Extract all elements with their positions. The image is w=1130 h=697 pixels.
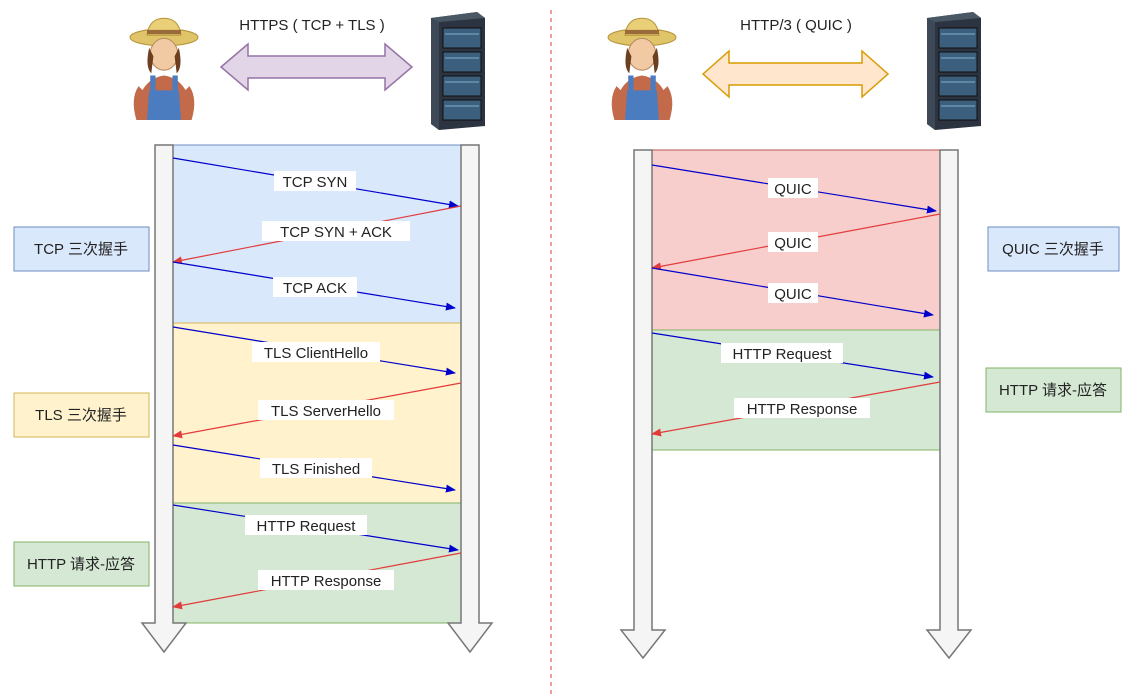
server-rack-icon xyxy=(925,10,983,130)
https-panel: HTTPS ( TCP + TLS ) TCP SYN TCP SYN + AC… xyxy=(13,10,494,654)
msg-http-request-label: HTTP Request xyxy=(257,518,357,535)
msg-http3-request-label: HTTP Request xyxy=(733,346,833,363)
http3-panel: HTTP/3 ( QUIC ) QUIC QUIC QUIC HTTP Requ… xyxy=(607,10,1122,660)
farmer-user-icon xyxy=(129,17,199,120)
phase-label-box-http xyxy=(13,541,150,587)
client-lifeline xyxy=(619,149,667,660)
phase-label-box-http3 xyxy=(985,367,1122,413)
msg-tcp-syn-label: TCP SYN xyxy=(283,174,348,191)
quic-connection-arrow xyxy=(701,49,890,99)
client-lifeline xyxy=(140,144,188,654)
https-title: HTTPS ( TCP + TLS ) xyxy=(239,17,384,34)
phase-label-http3: HTTP 请求-应答 xyxy=(999,381,1107,399)
phase-label-box-tcp xyxy=(13,226,150,272)
https-connection-arrow xyxy=(219,42,414,92)
msg-http3-response-label: HTTP Response xyxy=(747,401,858,418)
phase-label-box-tls xyxy=(13,392,150,438)
msg-tls-serverhello-label: TLS ServerHello xyxy=(271,403,381,420)
msg-tls-clienthello-label: TLS ClientHello xyxy=(264,345,368,362)
msg-tcp-synack-label: TCP SYN + ACK xyxy=(280,224,392,241)
phase-label-tcp: TCP 三次握手 xyxy=(34,241,128,258)
msg-tls-finished-label: TLS Finished xyxy=(272,461,360,478)
phase-label-http: HTTP 请求-应答 xyxy=(27,555,135,573)
server-rack-icon xyxy=(429,10,487,130)
msg-quic-1-label: QUIC xyxy=(774,181,812,198)
phase-label-box-quic xyxy=(987,226,1120,272)
msg-quic-3-label: QUIC xyxy=(774,286,812,303)
phase-label-tls: TLS 三次握手 xyxy=(35,407,127,424)
msg-http-response-label: HTTP Response xyxy=(271,573,382,590)
farmer-user-icon xyxy=(607,17,677,120)
msg-quic-2-label: QUIC xyxy=(774,235,812,252)
server-lifeline xyxy=(925,149,973,660)
msg-tcp-ack-label: TCP ACK xyxy=(283,280,347,297)
quic-title: HTTP/3 ( QUIC ) xyxy=(740,17,852,34)
phase-label-quic: QUIC 三次握手 xyxy=(1002,241,1104,258)
server-lifeline xyxy=(446,144,494,654)
